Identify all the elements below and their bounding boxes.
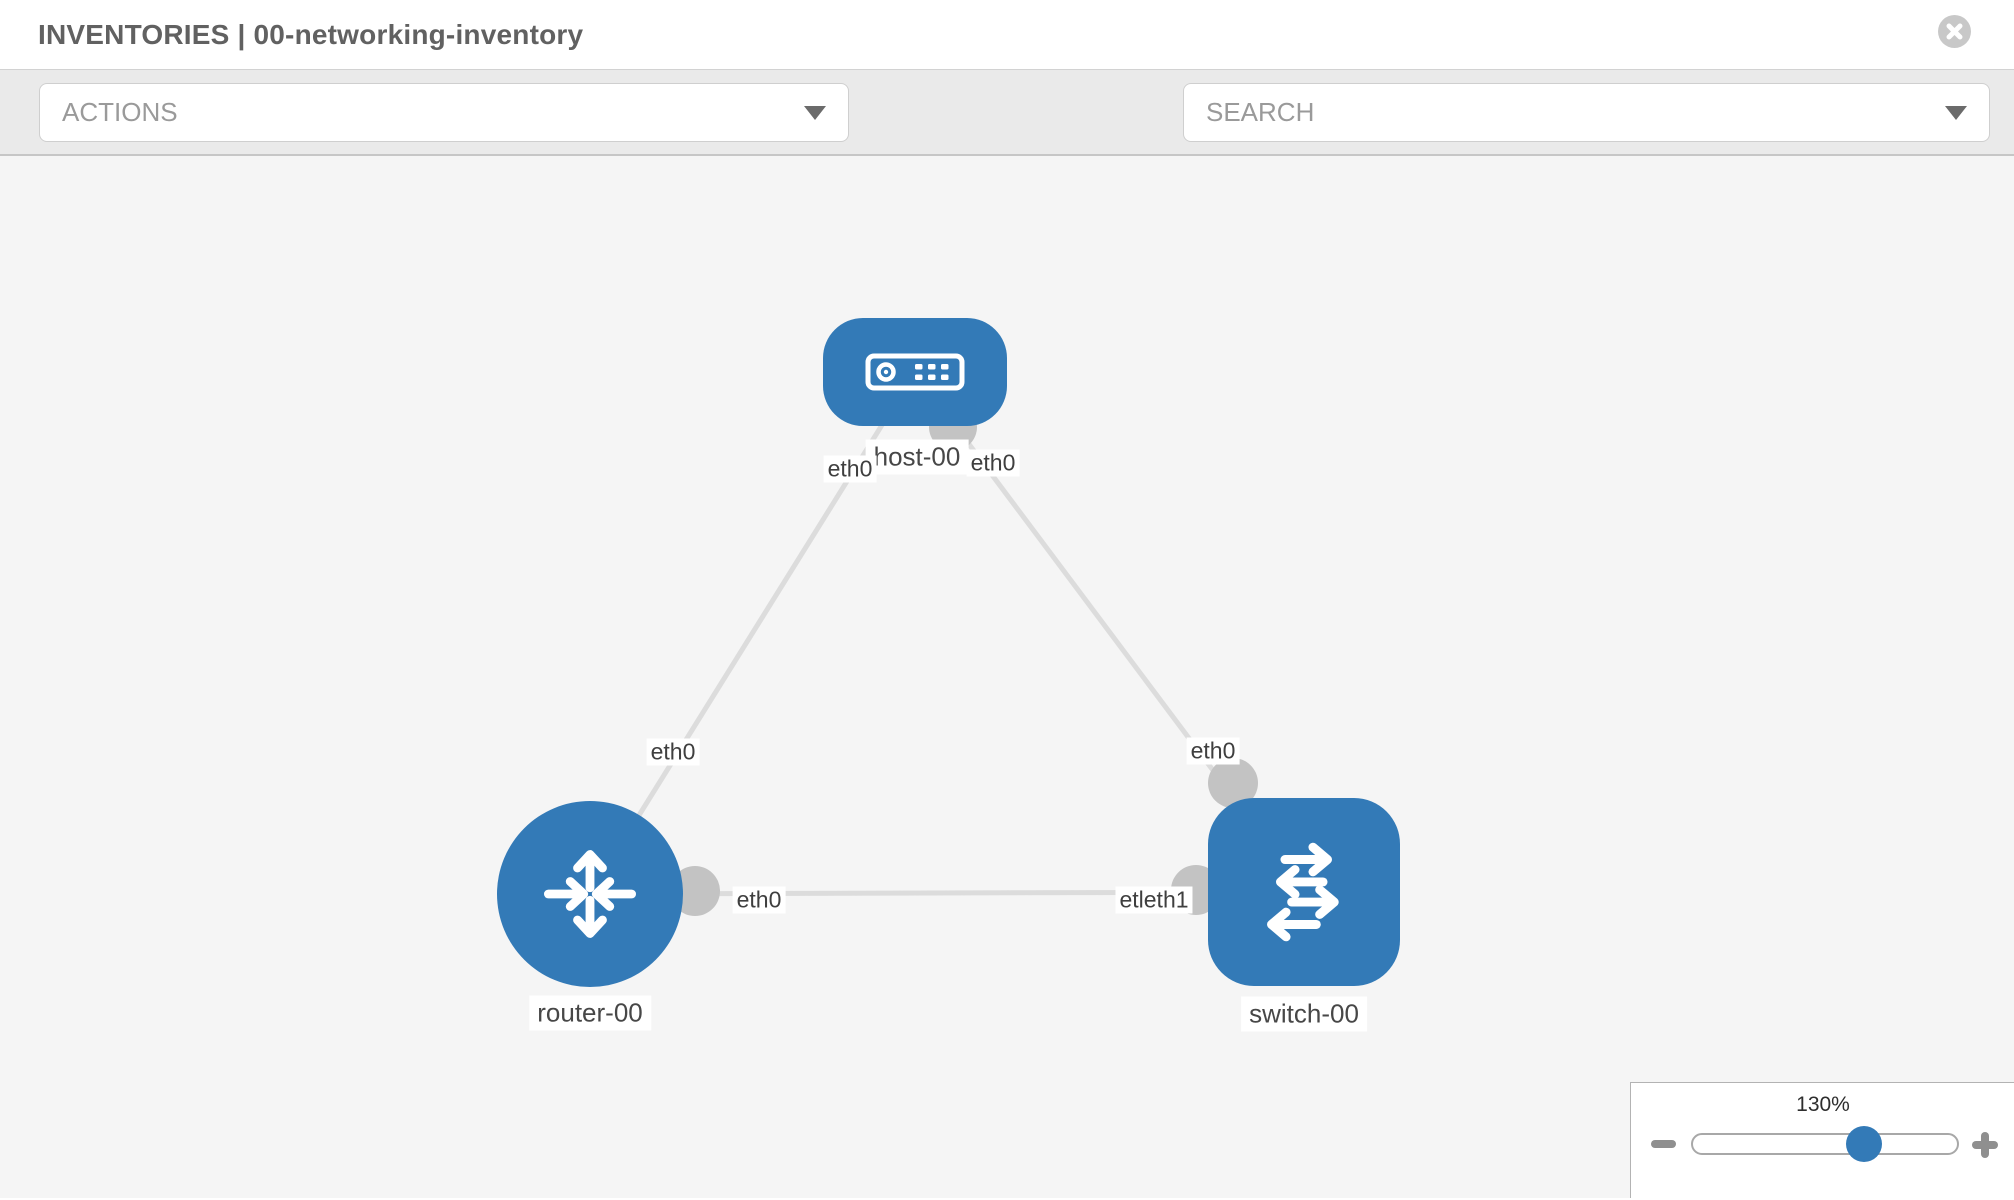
- server-icon: [865, 353, 965, 391]
- zoom-out-button[interactable]: [1651, 1140, 1676, 1148]
- zoom-in-button[interactable]: [1972, 1132, 1998, 1158]
- zoom-slider-handle[interactable]: [1846, 1126, 1882, 1162]
- port-dot-switch-top: [1208, 758, 1258, 808]
- interface-label-switch-to-host: eth0: [1186, 737, 1240, 765]
- interface-label-host-to-router: eth0: [823, 455, 877, 483]
- chevron-down-icon: [804, 105, 826, 120]
- actions-dropdown-label: ACTIONS: [62, 97, 178, 127]
- node-router-00[interactable]: [497, 801, 683, 987]
- inventory-name: 00-networking-inventory: [253, 19, 584, 50]
- topology-canvas[interactable]: host-00 router-00 switch-00 eth0 eth0 et…: [0, 156, 2014, 1198]
- page-header: INVENTORIES | 00-networking-inventory: [0, 0, 2014, 70]
- close-icon: [1938, 15, 1971, 48]
- node-switch-00[interactable]: [1208, 798, 1400, 986]
- search-dropdown[interactable]: SEARCH: [1183, 83, 1990, 142]
- toolbar: ACTIONS SEARCH: [0, 70, 2014, 202]
- breadcrumb-inventories[interactable]: INVENTORIES: [38, 19, 230, 50]
- chevron-down-icon: [1945, 105, 1967, 120]
- interface-label-host-to-switch: eth0: [966, 449, 1020, 477]
- interface-label-switch-to-router: etleth1: [1115, 886, 1193, 914]
- interface-label-router-to-host: eth0: [646, 738, 700, 766]
- close-button[interactable]: [1938, 15, 1971, 48]
- zoom-percent-label: 130%: [1796, 1093, 1850, 1116]
- node-label-host-00: host-00: [865, 439, 969, 475]
- zoom-panel: 130%: [1630, 1082, 2014, 1198]
- breadcrumb-separator: |: [229, 19, 254, 50]
- node-label-switch-00: switch-00: [1241, 996, 1367, 1032]
- interface-label-router-to-switch: eth0: [732, 886, 786, 914]
- switch-arrows-icon: [1267, 842, 1339, 942]
- zoom-slider-track[interactable]: [1691, 1133, 1959, 1155]
- router-arrows-icon: [543, 850, 637, 938]
- node-host-00[interactable]: [823, 318, 1007, 426]
- search-placeholder: SEARCH: [1206, 97, 1315, 127]
- page-title: INVENTORIES | 00-networking-inventory: [38, 0, 583, 70]
- links-layer: [587, 370, 1307, 916]
- actions-dropdown[interactable]: ACTIONS: [39, 83, 849, 142]
- node-label-router-00: router-00: [529, 995, 651, 1031]
